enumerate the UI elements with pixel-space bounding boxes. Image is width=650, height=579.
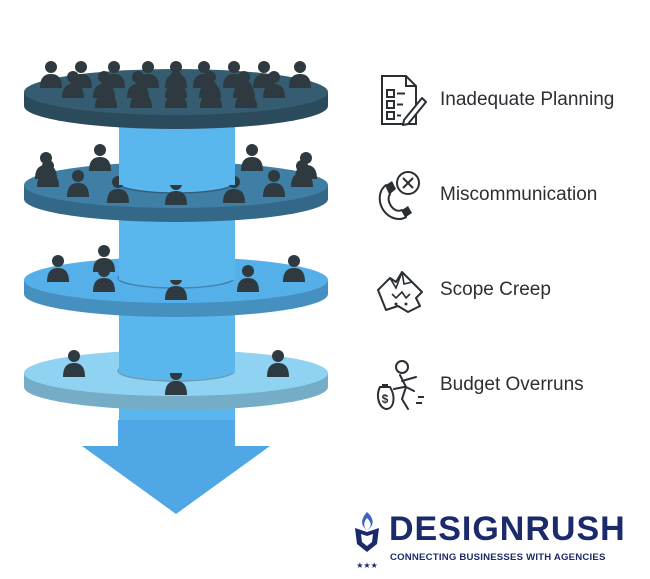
layer-label: Budget Overruns <box>440 374 584 395</box>
layer-row-scope-creep: Scope Creep <box>372 262 551 318</box>
svg-text:★★★: ★★★ <box>356 561 378 570</box>
miscommunication-icon <box>378 171 420 220</box>
budget-overruns-icon: $ <box>377 360 424 410</box>
layer-row-inadequate-planning: Inadequate Planning <box>372 72 614 128</box>
layer-row-miscommunication: Miscommunication <box>372 167 597 223</box>
funnel-diagram <box>24 61 328 514</box>
designrush-logo-icon: ★★★ <box>355 512 379 570</box>
brand-tagline: CONNECTING BUSINESSES WITH AGENCIES <box>390 552 606 563</box>
layer-row-budget-overruns: $ Budget Overruns <box>372 357 584 413</box>
scope-creep-icon <box>377 271 423 313</box>
brand-name: DESIGNRUSH <box>389 510 626 548</box>
svg-text:$: $ <box>382 392 389 406</box>
funnel-arrow <box>82 420 270 514</box>
planning-checklist-icon <box>381 75 427 126</box>
layer-label: Miscommunication <box>440 184 598 205</box>
designrush-logo: ★★★ DESIGNRUSH CONNECTING BUSINESSES WIT… <box>347 508 625 570</box>
layer-label: Inadequate Planning <box>440 89 615 110</box>
layer-label: Scope Creep <box>440 279 551 300</box>
